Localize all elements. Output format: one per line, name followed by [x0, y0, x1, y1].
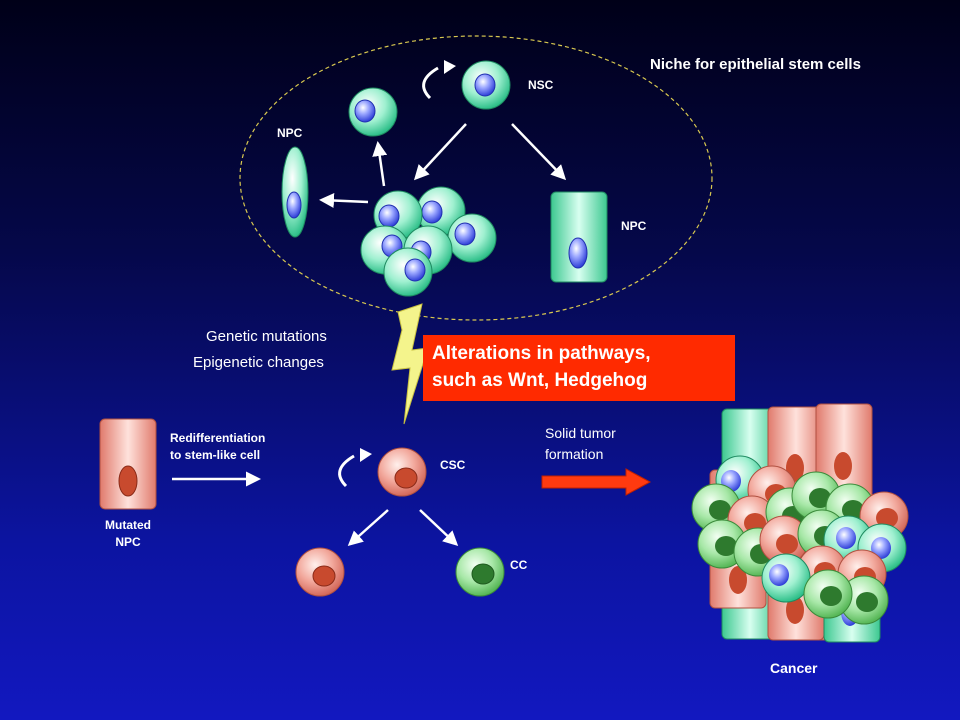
lightning-bolt	[391, 303, 429, 425]
pathway-alterations-line2: such as Wnt, Hedgehog	[432, 370, 648, 391]
cc-cell	[455, 547, 505, 597]
csc-cell	[377, 447, 427, 497]
epigenetic-changes-label: Epigenetic changes	[193, 354, 324, 371]
csc-self-renewal-arrowhead	[360, 448, 372, 462]
solid-tumor-label: Solid tumor formation	[545, 423, 616, 465]
pathway-alterations-box: Alterations in pathways, such as Wnt, He…	[423, 335, 735, 401]
arrow-cluster-to-round-npc	[372, 141, 388, 187]
redifferentiation-line1: Redifferentiation	[170, 431, 266, 445]
solid-tumor-arrow	[541, 468, 652, 496]
redifferentiation-line2: to stem-like cell	[170, 448, 261, 462]
npc-columnar-cell	[550, 191, 608, 283]
npc-label-left: NPC	[277, 126, 303, 140]
nsc-label: NSC	[528, 78, 554, 92]
genetic-mutations-label: Genetic mutations	[206, 328, 327, 345]
mutated-npc-line1: Mutated	[105, 518, 151, 532]
arrow-cluster-to-elongated-npc	[319, 193, 369, 209]
arrow-csc-to-cc	[419, 509, 459, 547]
niche-label: Niche for epithelial stem cells	[650, 56, 861, 73]
mutated-npc-label: Mutated NPC	[96, 517, 160, 551]
pathway-alterations-line1: Alterations in pathways,	[432, 343, 651, 364]
npc-label-right: NPC	[621, 219, 647, 233]
nsc-cell	[461, 60, 511, 110]
npc-round-cell	[348, 87, 398, 137]
cancer-label: Cancer	[770, 660, 818, 676]
solid-tumor-line2: formation	[545, 446, 604, 462]
csc-daughter-cell	[295, 547, 345, 597]
mutated-npc-line2: NPC	[115, 535, 141, 549]
solid-tumor-line1: Solid tumor	[545, 425, 616, 441]
csc-label: CSC	[440, 458, 466, 472]
cancer-tissue	[691, 403, 909, 643]
mutated-npc-cell	[99, 418, 157, 510]
arrow-csc-to-red-cell	[347, 509, 389, 547]
stem-cell-cluster	[360, 186, 497, 297]
csc-self-renewal-arrow	[338, 454, 355, 488]
arrow-nsc-to-npc-rect	[511, 123, 567, 181]
npc-elongated-cell	[281, 146, 309, 238]
stem-cell-niche	[239, 35, 713, 321]
nsc-self-renewal-arrow	[422, 66, 439, 100]
redifferentiation-label: Redifferentiation to stem-like cell	[170, 430, 265, 464]
cc-label: CC	[510, 558, 528, 572]
nsc-self-renewal-arrowhead	[444, 60, 456, 74]
arrow-nsc-to-cluster	[413, 123, 467, 181]
